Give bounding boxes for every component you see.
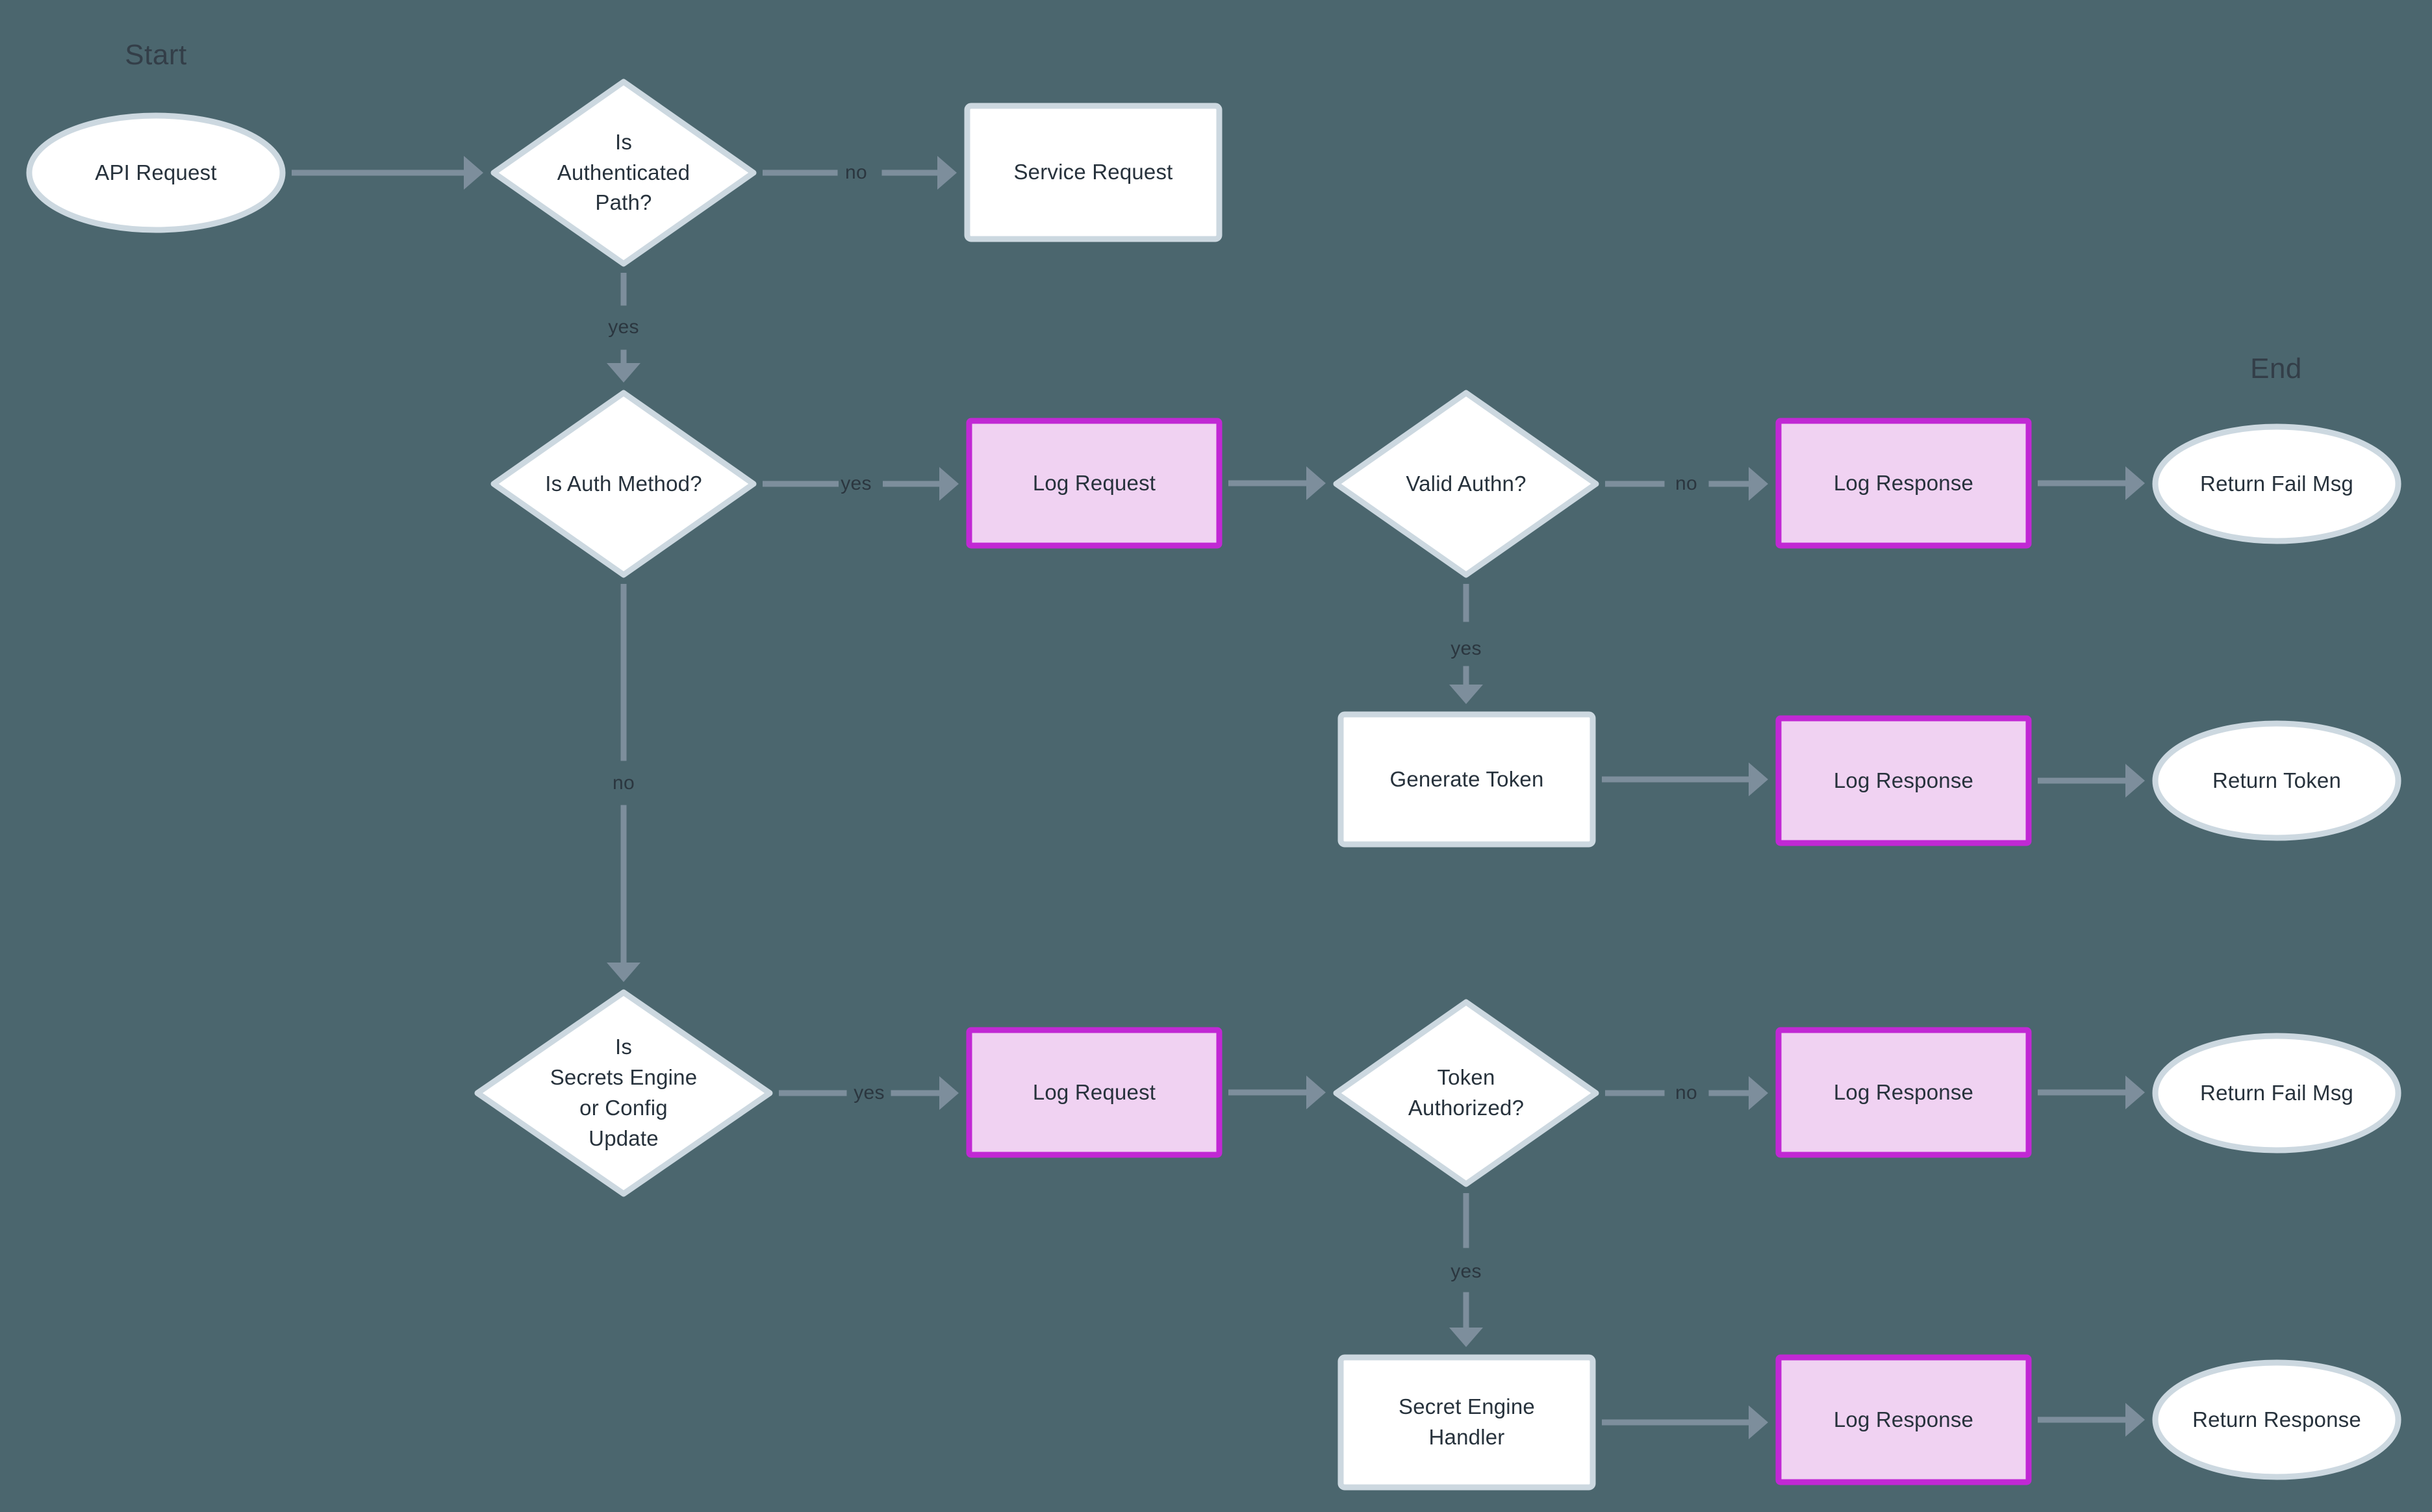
- node-shape-is-authenticated-path[interactable]: [490, 79, 757, 267]
- edge-e-isauthmethod-to-secrets: [607, 584, 640, 982]
- edge-label-lbl-yes-2: yes: [841, 473, 872, 494]
- edge-e-logreq1-to-validauthn: [1228, 466, 1326, 500]
- arrow-head-icon: [1749, 467, 1768, 501]
- edge-e-secrets-to-logreq2: [779, 1076, 959, 1110]
- node-shape-log-request-2[interactable]: [966, 1027, 1222, 1158]
- edge-e-isauthmethod-to-logreq1: [763, 467, 959, 501]
- arrow-head-icon: [607, 963, 640, 982]
- arrow-head-icon: [464, 156, 483, 190]
- edge-e-logresp3-to-failmsg2: [2038, 1076, 2145, 1109]
- edge-label-lbl-yes-4: yes: [854, 1082, 885, 1103]
- node-shape-return-fail-msg-2[interactable]: [2152, 1033, 2401, 1153]
- section-label-start: Start: [125, 39, 187, 71]
- edge-label-lbl-no-4: no: [1675, 1082, 1697, 1103]
- node-shape-log-response-2[interactable]: [1775, 715, 2032, 846]
- node-shape-is-secrets-engine-or-config-update[interactable]: [474, 989, 773, 1197]
- shapes-group: [26, 79, 2401, 1491]
- arrow-head-icon: [1449, 685, 1483, 704]
- edge-e-isauthpath-to-service: [763, 156, 957, 190]
- arrow-head-icon: [1306, 466, 1326, 500]
- edge-e-handler-to-logresp4: [1602, 1405, 1768, 1439]
- node-shape-is-auth-method[interactable]: [490, 390, 757, 578]
- node-shape-valid-authn[interactable]: [1333, 390, 1599, 578]
- arrow-head-icon: [2125, 1076, 2145, 1109]
- edge-label-lbl-no-2: no: [1675, 473, 1697, 494]
- arrow-head-icon: [939, 467, 959, 501]
- node-shape-api-request[interactable]: [26, 112, 286, 233]
- node-shape-secret-engine-handler[interactable]: [1337, 1354, 1596, 1491]
- arrow-head-icon: [937, 156, 957, 190]
- arrow-head-icon: [1749, 1405, 1768, 1439]
- edge-e-api-to-isauthpath: [292, 156, 483, 190]
- node-shape-log-response-4[interactable]: [1775, 1354, 2032, 1485]
- node-shape-return-response[interactable]: [2152, 1359, 2401, 1480]
- section-label-end: End: [2250, 353, 2302, 384]
- arrow-head-icon: [2125, 764, 2145, 798]
- arrow-head-icon: [2125, 1403, 2145, 1437]
- edge-label-lbl-yes-1: yes: [608, 316, 639, 338]
- edge-e-gentoken-to-logresp2: [1602, 762, 1768, 796]
- edge-label-lbl-no-1: no: [845, 162, 867, 183]
- node-shape-log-request-1[interactable]: [966, 418, 1222, 549]
- edge-e-logreq2-to-tokenauth: [1228, 1076, 1326, 1109]
- edge-label-lbl-no-3: no: [613, 772, 635, 794]
- edge-label-lbl-yes-3: yes: [1450, 638, 1482, 659]
- node-shape-token-authorized[interactable]: [1333, 999, 1599, 1187]
- arrow-head-icon: [939, 1076, 959, 1110]
- node-shape-return-fail-msg-1[interactable]: [2152, 423, 2401, 544]
- node-shape-log-response-1[interactable]: [1775, 418, 2032, 549]
- edge-e-logresp4-to-returnresp: [2038, 1403, 2145, 1437]
- arrow-head-icon: [1449, 1328, 1483, 1347]
- arrow-head-icon: [2125, 466, 2145, 500]
- edge-e-logresp2-to-returntoken: [2038, 764, 2145, 798]
- node-shape-return-token[interactable]: [2152, 720, 2401, 841]
- edge-e-isauthpath-to-isauthmethod: [607, 273, 640, 383]
- node-shape-log-response-3[interactable]: [1775, 1027, 2032, 1158]
- arrow-head-icon: [1306, 1076, 1326, 1109]
- node-shape-service-request[interactable]: [964, 103, 1222, 242]
- arrow-head-icon: [1749, 762, 1768, 796]
- arrow-head-icon: [607, 363, 640, 383]
- edge-e-tokenauth-to-handler: [1449, 1193, 1483, 1347]
- arrow-head-icon: [1749, 1076, 1768, 1110]
- edge-label-lbl-yes-5: yes: [1450, 1261, 1482, 1282]
- edge-e-logresp1-to-failmsg1: [2038, 466, 2145, 500]
- edge-e-validauthn-to-logresp1: [1605, 467, 1768, 501]
- edge-e-validauthn-to-gentoken: [1449, 584, 1483, 704]
- edge-e-tokenauth-to-logresp3: [1605, 1076, 1768, 1110]
- node-shape-generate-token[interactable]: [1337, 711, 1596, 848]
- edges-group: [292, 156, 2145, 1439]
